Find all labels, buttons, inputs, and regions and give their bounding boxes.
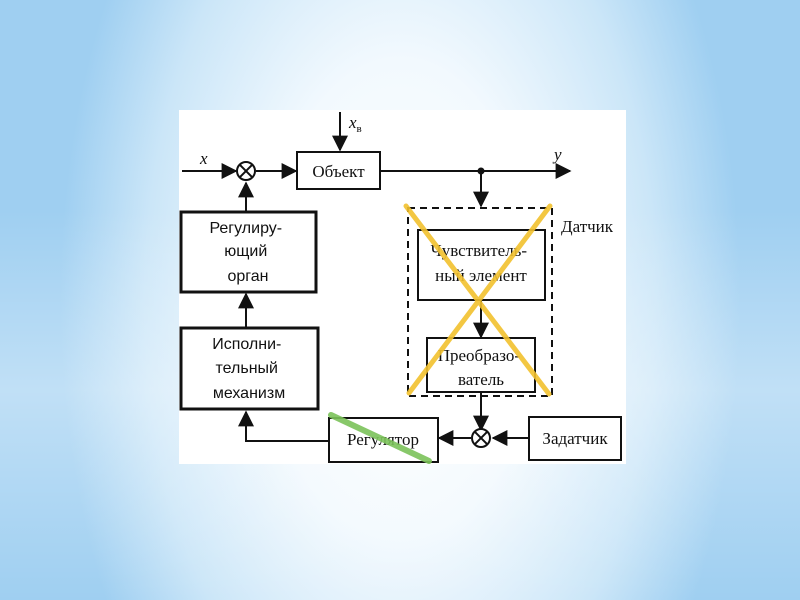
converter-line-2: ватель — [458, 370, 504, 389]
disturbance-symbol: x — [348, 113, 357, 132]
regulating-organ-label: Регулиру- ющий орган — [209, 220, 286, 285]
sensor-group-label: Датчик — [561, 217, 614, 236]
sensing-element-line-1: Чувствитель- — [431, 241, 528, 260]
summing-junction — [236, 161, 256, 181]
regulator-to-actuator-line — [238, 410, 328, 442]
actuator-line-1: Исполни- — [212, 336, 281, 353]
converter-line-1: Преобразо- — [438, 346, 521, 365]
setpoint-label: Задатчик — [542, 429, 608, 448]
regulating-organ-line-3: орган — [227, 268, 268, 285]
sensor-group-dashed-frame — [407, 207, 553, 397]
regulating-organ-block — [179, 210, 318, 294]
regulating-organ-line-2: ющий — [224, 243, 267, 260]
object-block — [296, 151, 381, 190]
converter-label: Преобразо- ватель — [438, 346, 525, 389]
output-y-label: y — [552, 145, 562, 164]
comparator-junction — [471, 428, 491, 448]
sensing-element-line-2: ный элемент — [435, 266, 527, 285]
disturbance-subscript: в — [357, 123, 362, 135]
actuator-line-2: тельный — [216, 360, 278, 377]
actuator-block — [179, 326, 320, 411]
input-x-label: x — [199, 149, 208, 168]
setpoint-block — [528, 416, 622, 461]
regulating-organ-line-1: Регулиру- — [209, 220, 282, 237]
branch-point — [477, 167, 485, 175]
disturbance-label: xв — [348, 113, 362, 135]
regulator-strike-mark — [328, 412, 432, 464]
actuator-line-3: механизм — [213, 385, 285, 402]
actuator-label: Исполни- тельный механизм — [212, 336, 286, 402]
sensor-cross-out-mark — [403, 203, 553, 397]
object-label: Объект — [312, 162, 365, 181]
